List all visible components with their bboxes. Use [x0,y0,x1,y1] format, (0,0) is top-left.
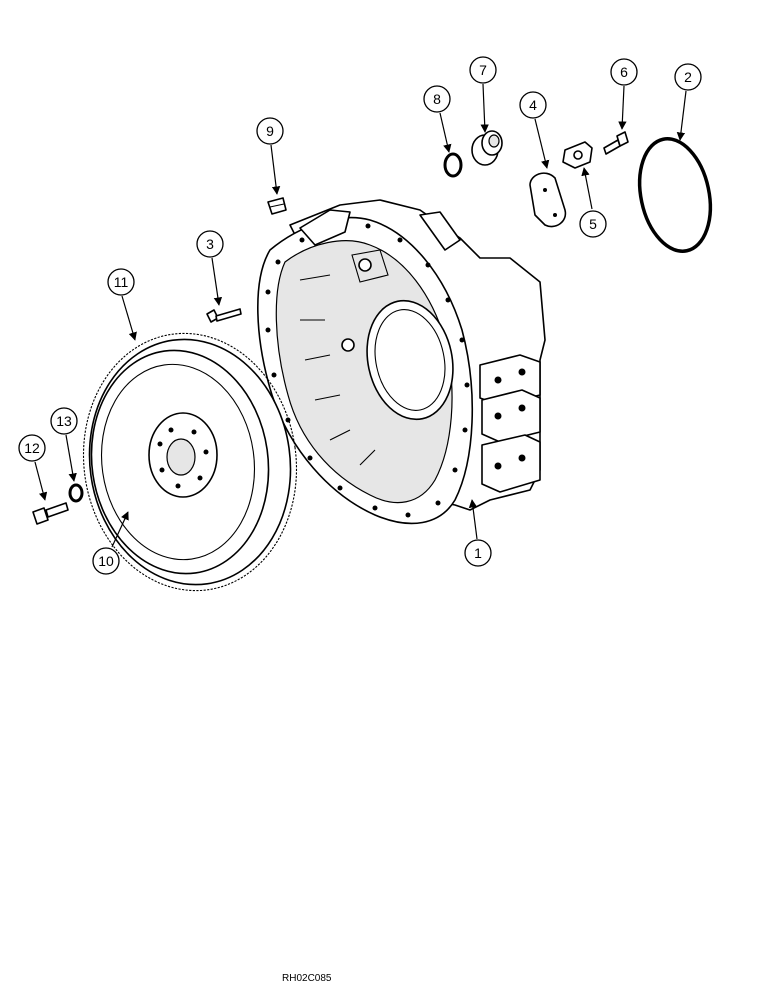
capscrew [603,131,629,155]
housing-bolt [206,308,242,323]
flywheel-housing [257,199,546,525]
callout-4: 4 [519,91,547,119]
svg-text:8: 8 [433,91,441,107]
callout-3: 3 [196,230,224,258]
flywheel [90,349,270,575]
callout-7: 7 [469,56,497,84]
seal-ring [443,152,463,178]
washer [68,483,84,503]
svg-text:5: 5 [589,216,597,232]
callout-12: 12 [18,434,46,462]
svg-text:10: 10 [98,553,114,569]
callout-2: 2 [674,63,702,91]
svg-text:4: 4 [529,97,537,113]
svg-text:1: 1 [474,545,482,561]
plug [471,130,503,166]
svg-text:9: 9 [266,123,274,139]
svg-text:11: 11 [114,274,129,290]
leader-lines [34,83,687,548]
svg-text:7: 7 [479,62,487,78]
o-ring [637,137,713,253]
callout-9: 9 [256,117,284,145]
flywheel-bolt [32,502,69,525]
bracket [562,141,593,169]
svg-text:13: 13 [56,413,72,429]
svg-text:12: 12 [24,440,40,456]
svg-text:6: 6 [620,64,628,80]
flange-bolt-holes [265,223,470,518]
callout-8: 8 [423,85,451,113]
reference-code: RH02C085 [282,973,332,984]
fitting [267,197,287,215]
callout-6: 6 [610,58,638,86]
cover-plate [529,172,567,228]
callout-5: 5 [579,210,607,238]
callout-10: 10 [92,547,120,575]
callout-11: 11 [107,268,135,296]
callout-1: 1 [464,539,492,567]
svg-text:2: 2 [684,69,692,85]
callout-13: 13 [50,407,78,435]
svg-text:3: 3 [206,236,214,252]
